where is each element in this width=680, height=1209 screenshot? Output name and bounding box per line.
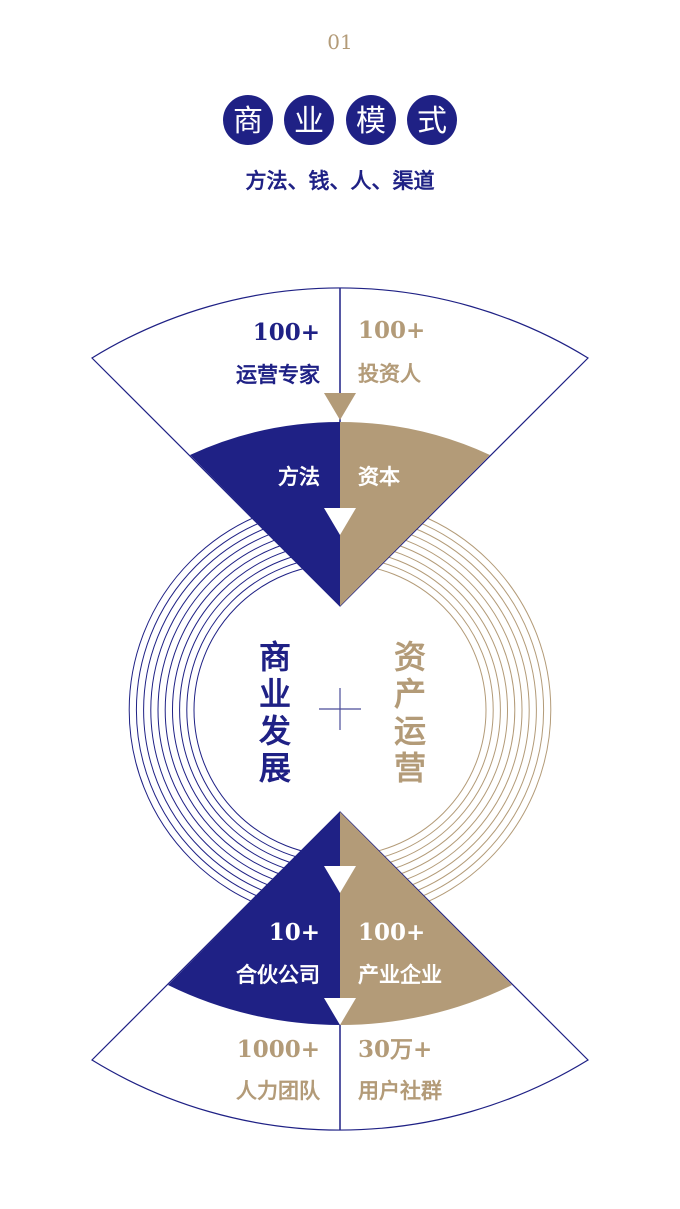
- top-left-label: 运营专家: [236, 362, 321, 387]
- top-inner-left-label: 方法: [278, 464, 320, 489]
- ring-left: [135, 505, 341, 915]
- center-char: 商: [259, 638, 291, 676]
- ring-left: [179, 549, 341, 871]
- top-inner-right-sector: [340, 422, 490, 606]
- ring-right: [339, 505, 545, 915]
- ring-left: [128, 498, 341, 922]
- center-char: 业: [259, 675, 291, 713]
- title-badge: [223, 95, 273, 145]
- title-char: 模: [356, 104, 386, 139]
- top-right-label: 投资人: [358, 361, 421, 386]
- arrow-down-icon: [324, 393, 356, 420]
- concentric-rings: [128, 498, 552, 922]
- bottom-outer-left-count: 1000+: [237, 1036, 320, 1063]
- ring-left: [164, 534, 341, 886]
- bottom-inner-right-label: 产业企业: [358, 962, 442, 987]
- ring-right: [339, 563, 487, 857]
- ring-right: [339, 549, 501, 871]
- top-left-count: 100+: [253, 319, 320, 346]
- title-badge: [346, 95, 396, 145]
- subtitle: 方法、钱、人、渠道: [246, 168, 435, 193]
- title-char: 业: [294, 104, 324, 139]
- ring-left: [193, 563, 341, 857]
- center-char: 产: [394, 675, 426, 713]
- center-left-vertical-text: 商 业 发 展: [259, 638, 291, 787]
- center-char: 发: [259, 712, 291, 750]
- bottom-inner-left-label: 合伙公司: [236, 962, 320, 987]
- ring-right: [339, 498, 552, 922]
- ring-left: [171, 541, 341, 879]
- ring-right: [339, 556, 494, 864]
- section-number: 01: [327, 30, 352, 54]
- title-badge: [284, 95, 334, 145]
- ring-left: [150, 520, 341, 900]
- top-inner-right-label: 资本: [358, 464, 400, 489]
- ring-right: [339, 527, 523, 893]
- bottom-inner-left-sector: [168, 812, 340, 1025]
- arrow-down-icon: [324, 508, 356, 535]
- bottom-inner-right-count: 100+: [358, 919, 425, 946]
- center-char: 资: [394, 638, 426, 676]
- ring-left: [157, 527, 341, 893]
- arrow-down-icon: [324, 998, 356, 1025]
- title-char: 式: [417, 104, 447, 139]
- ring-right: [339, 534, 516, 886]
- center-char: 营: [394, 749, 426, 787]
- center-right-vertical-text: 资 产 运 营: [394, 638, 426, 787]
- arrow-down-icon: [324, 866, 356, 893]
- bottom-inner-left-count: 10+: [269, 919, 320, 946]
- bottom-outer-left-label: 人力团队: [236, 1078, 321, 1103]
- plus-icon: [319, 688, 361, 730]
- title-badge: [407, 95, 457, 145]
- title-char: 商: [233, 104, 263, 139]
- bottom-outer-right-count: 30万+: [358, 1036, 432, 1063]
- ring-left: [143, 513, 341, 907]
- ring-right: [339, 513, 537, 907]
- center-char: 展: [259, 749, 291, 787]
- bottom-inner-right-sector: [340, 812, 512, 1025]
- bottom-outer-right-label: 用户社群: [358, 1078, 442, 1103]
- top-inner-left-sector: [190, 422, 340, 606]
- center-char: 运: [394, 712, 426, 750]
- top-right-count: 100+: [358, 317, 425, 344]
- title-badges: 商 业 模 式: [223, 95, 457, 145]
- ring-right: [339, 520, 530, 900]
- ring-left: [186, 556, 341, 864]
- ring-right: [339, 541, 509, 879]
